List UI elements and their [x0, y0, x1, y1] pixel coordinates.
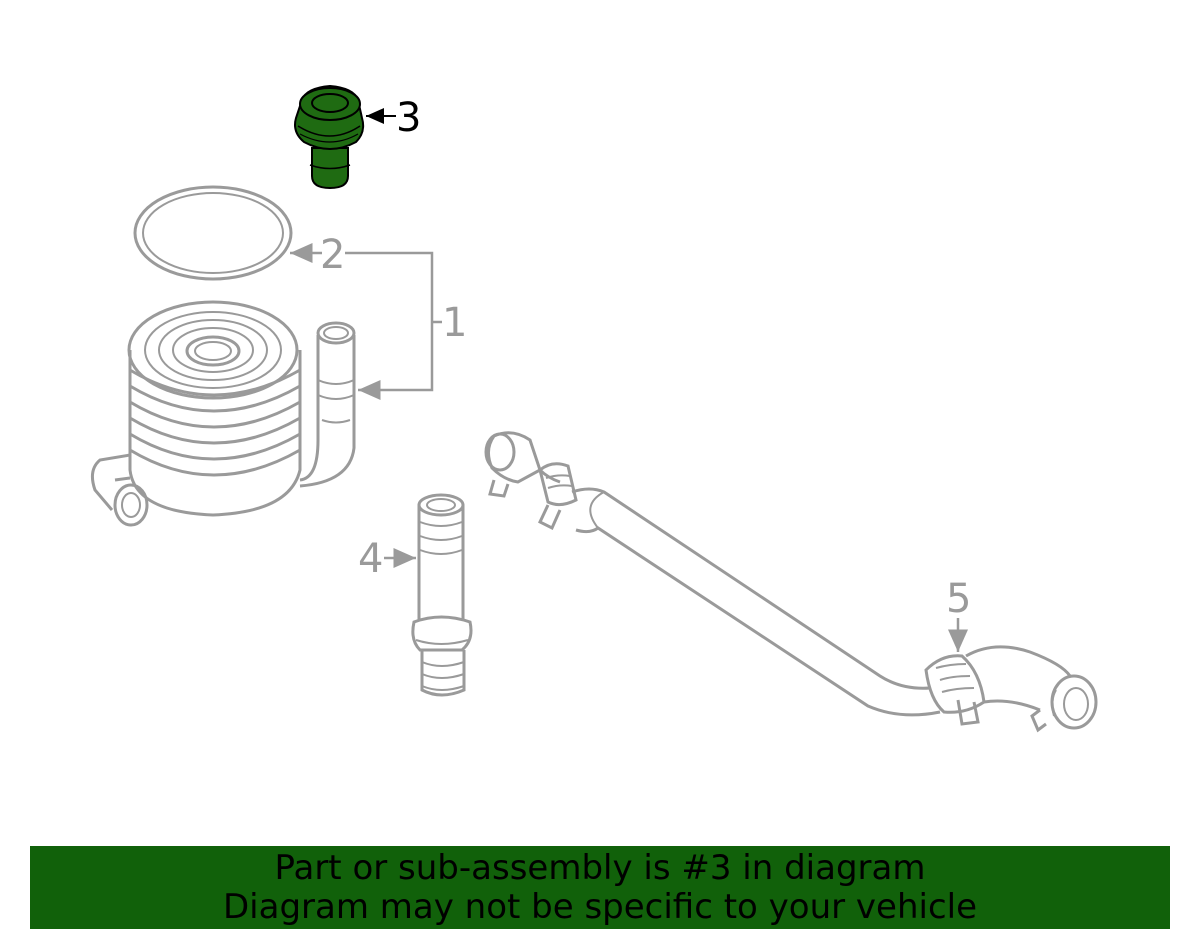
callout-1: 1	[345, 251, 467, 400]
part-4-fitting[interactable]	[411, 493, 473, 697]
banner-line-2: Diagram may not be specific to your vehi…	[222, 886, 978, 927]
callout-1-label: 1	[442, 300, 467, 346]
part-3-valve[interactable]	[294, 84, 365, 190]
callout-3: 3	[366, 95, 421, 141]
parts-diagram: 3 2	[90, 84, 1098, 733]
callout-4: 4	[358, 536, 416, 582]
part-5-hose[interactable]	[484, 431, 1098, 733]
callout-5: 5	[946, 576, 971, 652]
callout-4-label: 4	[358, 536, 383, 582]
callout-5-label: 5	[946, 576, 971, 622]
part-1-oil-cooler[interactable]	[90, 300, 356, 527]
highlight-banner: Part or sub-assembly is #3 in diagram Di…	[30, 846, 1170, 929]
banner-line-1: Part or sub-assembly is #3 in diagram	[274, 847, 926, 888]
part-2-gasket[interactable]	[133, 185, 293, 281]
callout-2: 2	[290, 232, 345, 278]
callout-3-label: 3	[396, 95, 421, 141]
callout-2-label: 2	[320, 232, 345, 278]
